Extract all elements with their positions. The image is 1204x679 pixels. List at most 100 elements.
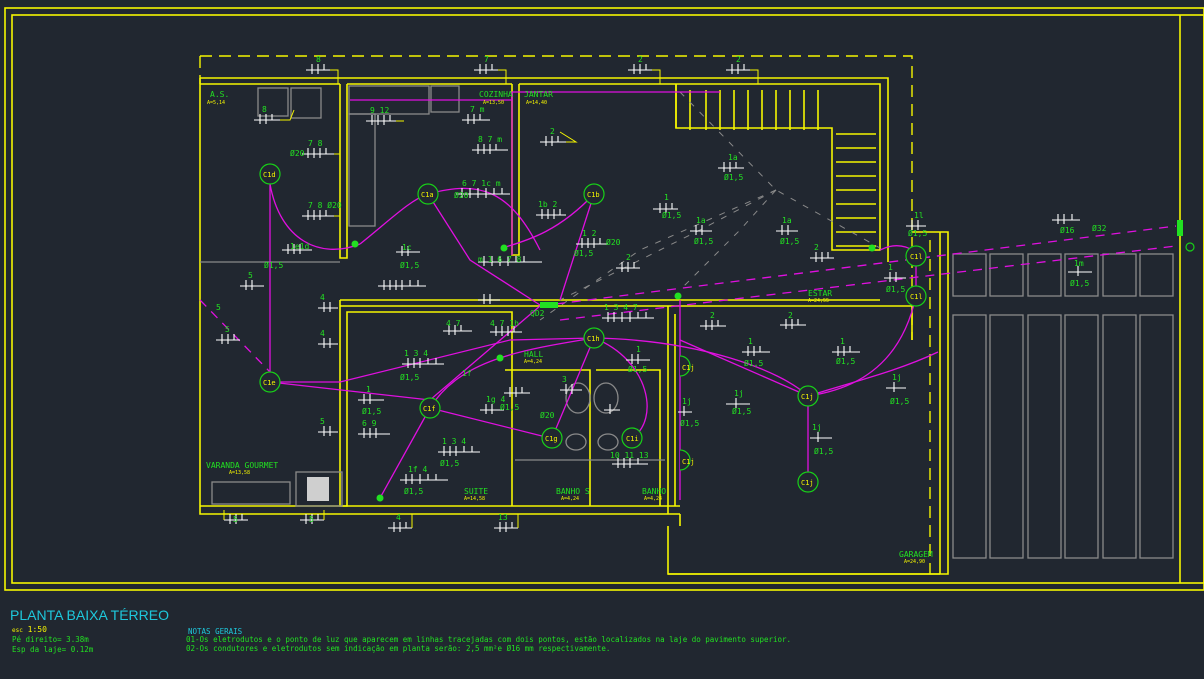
svg-text:5: 5 bbox=[320, 417, 325, 426]
svg-text:Ø1,5: Ø1,5 bbox=[908, 228, 927, 238]
svg-text:4 7 1h: 4 7 1h bbox=[490, 319, 519, 328]
svg-text:Ø20: Ø20 bbox=[606, 237, 621, 247]
light-point-c1h[interactable]: C1h bbox=[583, 327, 605, 349]
svg-text:JANTAR: JANTAR bbox=[524, 90, 553, 99]
svg-text:GARAGEM: GARAGEM bbox=[899, 550, 933, 559]
light-point-c1a[interactable]: C1a bbox=[417, 183, 439, 205]
garage-grid bbox=[952, 15, 1181, 583]
svg-text:A=24,90: A=24,90 bbox=[904, 559, 925, 565]
svg-text:2: 2 bbox=[814, 243, 819, 252]
svg-text:BANHO: BANHO bbox=[642, 487, 666, 496]
svg-text:13: 13 bbox=[498, 513, 508, 522]
svg-text:1 3 4: 1 3 4 bbox=[404, 349, 428, 358]
notes-title: NOTAS GERAIS bbox=[188, 627, 243, 636]
upper-floor-outline bbox=[200, 55, 913, 340]
svg-text:C1l: C1l bbox=[910, 293, 923, 301]
furniture bbox=[200, 85, 665, 507]
light-point-c1f[interactable]: C1f bbox=[419, 397, 441, 419]
svg-text:A=4,24: A=4,24 bbox=[644, 496, 662, 502]
light-point-c1j-estar[interactable]: C1j bbox=[797, 385, 819, 407]
svg-text:C1d: C1d bbox=[263, 171, 276, 179]
svg-text:2: 2 bbox=[550, 127, 555, 136]
svg-text:Ø1,5: Ø1,5 bbox=[1070, 278, 1089, 288]
conduits bbox=[199, 91, 1177, 500]
switch-points bbox=[351, 220, 1183, 502]
light-point-c1l-upper[interactable]: C1l bbox=[905, 245, 927, 267]
light-point-c1b[interactable]: C1b bbox=[583, 183, 605, 205]
svg-text:C1a: C1a bbox=[421, 191, 434, 199]
svg-text:Ø1,5: Ø1,5 bbox=[404, 486, 423, 496]
svg-text:8: 8 bbox=[316, 55, 321, 64]
svg-text:Ø1,5: Ø1,5 bbox=[440, 458, 459, 468]
svg-text:ESTAR: ESTAR bbox=[808, 289, 832, 298]
svg-text:2: 2 bbox=[710, 311, 715, 320]
svg-text:Ø1,5: Ø1,5 bbox=[780, 236, 799, 246]
light-point-c1g[interactable]: C1g bbox=[541, 427, 563, 449]
svg-text:A=14,58: A=14,58 bbox=[464, 496, 485, 502]
svg-text:5: 5 bbox=[216, 303, 221, 312]
svg-text:C1l: C1l bbox=[910, 253, 923, 261]
svg-text:1j: 1j bbox=[892, 373, 902, 382]
svg-text:5: 5 bbox=[248, 271, 253, 280]
light-point-c1d[interactable]: C1d bbox=[259, 163, 281, 185]
svg-text:QD2: QD2 bbox=[530, 309, 545, 318]
svg-text:A=24,55: A=24,55 bbox=[808, 298, 829, 304]
svg-text:1 2: 1 2 bbox=[582, 229, 597, 238]
svg-text:7 m: 7 m bbox=[470, 105, 485, 114]
light-point-c1j-garage[interactable]: C1j bbox=[797, 471, 819, 493]
svg-text:1: 1 bbox=[840, 337, 845, 346]
svg-text:BANHO S: BANHO S bbox=[556, 487, 590, 496]
svg-text:Ø1,5: Ø1,5 bbox=[732, 406, 751, 416]
svg-text:A=13,58: A=13,58 bbox=[229, 470, 250, 476]
svg-text:5: 5 bbox=[309, 515, 314, 524]
wall-light-c1j-lower[interactable]: C1j bbox=[679, 449, 695, 471]
svg-text:8: 8 bbox=[262, 105, 267, 114]
wire-markers bbox=[216, 64, 1092, 532]
svg-text:HALL: HALL bbox=[524, 350, 543, 359]
svg-text:2: 2 bbox=[638, 55, 643, 64]
svg-text:3: 3 bbox=[562, 375, 567, 384]
svg-text:5: 5 bbox=[233, 515, 238, 524]
drawing-title: PLANTA BAIXA TÉRREO bbox=[10, 607, 169, 623]
svg-text:C1e: C1e bbox=[263, 379, 276, 387]
svg-text:C1f: C1f bbox=[423, 405, 436, 413]
wall-light-c1j-upper[interactable]: C1j bbox=[679, 355, 695, 377]
svg-text:9 12: 9 12 bbox=[370, 106, 389, 115]
svg-text:A=4,24: A=4,24 bbox=[561, 496, 579, 502]
svg-text:C1j: C1j bbox=[801, 393, 814, 401]
svg-text:1: 1 bbox=[366, 385, 371, 394]
svg-text:1: 1 bbox=[888, 263, 893, 272]
circuit-numbers: 8 7 2 2 8 9 12 7 8 7 8 Ø20 7 m 8 7 m 6 7… bbox=[216, 55, 1107, 524]
svg-text:Ø1,5: Ø1,5 bbox=[574, 248, 593, 258]
svg-text:1: 1 bbox=[636, 345, 641, 354]
svg-text:1e1d: 1e1d bbox=[290, 242, 309, 251]
svg-text:A=14,40: A=14,40 bbox=[526, 100, 547, 106]
svg-text:6 7 1c m: 6 7 1c m bbox=[462, 179, 501, 188]
svg-text:A.S.: A.S. bbox=[210, 90, 229, 99]
svg-text:A=13,50: A=13,50 bbox=[483, 100, 504, 106]
svg-text:Ø1,5: Ø1,5 bbox=[836, 356, 855, 366]
svg-text:C1g: C1g bbox=[545, 435, 558, 443]
light-point-c1l-lower[interactable]: C1l bbox=[905, 285, 927, 307]
svg-text:Ø1,5: Ø1,5 bbox=[662, 210, 681, 220]
svg-text:4 7: 4 7 bbox=[446, 319, 461, 328]
svg-text:1j: 1j bbox=[812, 423, 822, 432]
sheet-border-outer bbox=[4, 7, 1204, 591]
svg-text:C1i: C1i bbox=[626, 435, 639, 443]
svg-text:A=4,24: A=4,24 bbox=[524, 359, 542, 365]
leaders bbox=[223, 69, 759, 528]
svg-text:Ø1,5: Ø1,5 bbox=[500, 402, 519, 412]
svg-text:4: 4 bbox=[396, 513, 401, 522]
svg-text:1b 2: 1b 2 bbox=[538, 200, 557, 209]
ceiling-height: Pé direito= 3.38m bbox=[12, 635, 89, 644]
light-point-c1e[interactable]: C1e bbox=[259, 371, 281, 393]
svg-text:2: 2 bbox=[626, 253, 631, 262]
svg-text:2: 2 bbox=[788, 311, 793, 320]
svg-text:10 11 13: 10 11 13 bbox=[610, 451, 649, 460]
light-point-c1i[interactable]: C1i bbox=[621, 427, 643, 449]
svg-text:Ø1,5: Ø1,5 bbox=[744, 358, 763, 368]
exterior-walls bbox=[199, 77, 949, 575]
external-light-point[interactable] bbox=[1185, 242, 1195, 252]
svg-text:C1h: C1h bbox=[587, 335, 600, 343]
